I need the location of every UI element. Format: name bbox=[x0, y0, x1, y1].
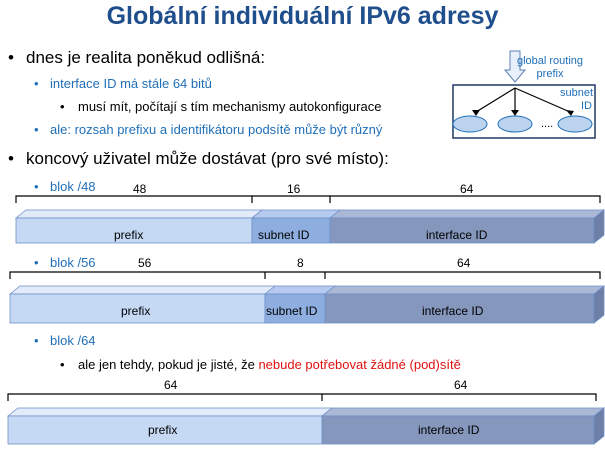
bullet-dot: • bbox=[34, 333, 39, 348]
subnet-id-label: subnet ID bbox=[266, 304, 318, 318]
bits-48: 48 bbox=[133, 182, 147, 196]
cloud-icon bbox=[497, 115, 533, 133]
bracket bbox=[9, 271, 601, 279]
bullet-range: ale: rozsah prefixu a identifikátoru pod… bbox=[50, 122, 383, 137]
prefix-segment bbox=[15, 217, 253, 244]
iface-segment bbox=[321, 415, 595, 445]
bullet-dot: • bbox=[60, 357, 65, 372]
bits-64: 64 bbox=[457, 256, 471, 270]
arrowhead-icon bbox=[472, 110, 480, 116]
bullet-interface-id: interface ID má stále 64 bitů bbox=[50, 76, 212, 91]
bits-64-iface: 64 bbox=[454, 378, 468, 392]
bracket bbox=[15, 195, 601, 203]
arrowhead-icon bbox=[566, 110, 574, 116]
bullet-dot: • bbox=[34, 76, 39, 91]
bullet-dot: • bbox=[34, 122, 39, 137]
cloud-icon bbox=[557, 115, 593, 133]
iface-segment bbox=[324, 293, 595, 324]
interface-id-label: interface ID bbox=[426, 228, 488, 242]
bits-64: 64 bbox=[460, 182, 474, 196]
page-title: Globální individuální IPv6 adresy bbox=[106, 2, 499, 30]
bullet-autoconfig: musí mít, počítají s tím mechanismy auto… bbox=[78, 99, 382, 114]
global-routing-label: global routing prefix bbox=[516, 55, 584, 80]
bullet-no-subnets: ale jen tehdy, pokud je jisté, že nebude… bbox=[78, 357, 461, 372]
bullet-block48: blok /48 bbox=[50, 179, 96, 194]
bits-56: 56 bbox=[138, 256, 152, 270]
interface-id-label: interface ID bbox=[418, 423, 480, 437]
subnet-segment bbox=[251, 217, 331, 244]
bullet-block56: blok /56 bbox=[50, 255, 96, 270]
bullet-dot: • bbox=[60, 99, 65, 114]
prefix-label: prefix bbox=[121, 304, 151, 318]
bullet-dot: • bbox=[8, 149, 14, 168]
ellipsis: .... bbox=[541, 118, 554, 130]
bar-48 bbox=[14, 195, 605, 244]
bits-64-prefix: 64 bbox=[164, 378, 178, 392]
arrow-down-icon bbox=[503, 50, 527, 83]
bits-16: 16 bbox=[287, 182, 301, 196]
routing-diagram bbox=[452, 50, 596, 139]
bullet-dot: • bbox=[8, 48, 14, 67]
bar-64 bbox=[6, 393, 605, 445]
subnet-id-label: subnet ID bbox=[560, 87, 594, 112]
arrowhead-icon bbox=[511, 110, 519, 116]
prefix-label: prefix bbox=[148, 423, 178, 437]
bullet-reality: dnes je realita poněkud odlišná: bbox=[26, 48, 266, 67]
bullet-dot: • bbox=[34, 179, 39, 194]
cloud-icon bbox=[452, 115, 488, 133]
route-line bbox=[475, 87, 516, 113]
bar-56 bbox=[8, 271, 605, 324]
bullet-end-user: koncový uživatel může dostávat (pro své … bbox=[26, 149, 389, 168]
prefix-segment bbox=[9, 293, 266, 324]
bracket bbox=[7, 393, 597, 401]
bullet-dot: • bbox=[34, 255, 39, 270]
bullet-block64: blok /64 bbox=[50, 333, 96, 348]
iface-segment bbox=[329, 217, 595, 244]
bits-8: 8 bbox=[297, 256, 304, 270]
prefix-segment bbox=[7, 415, 323, 445]
route-line bbox=[514, 87, 571, 113]
interface-id-label: interface ID bbox=[422, 304, 484, 318]
subnet-id-label: subnet ID bbox=[258, 228, 310, 242]
prefix-label: prefix bbox=[114, 228, 144, 242]
